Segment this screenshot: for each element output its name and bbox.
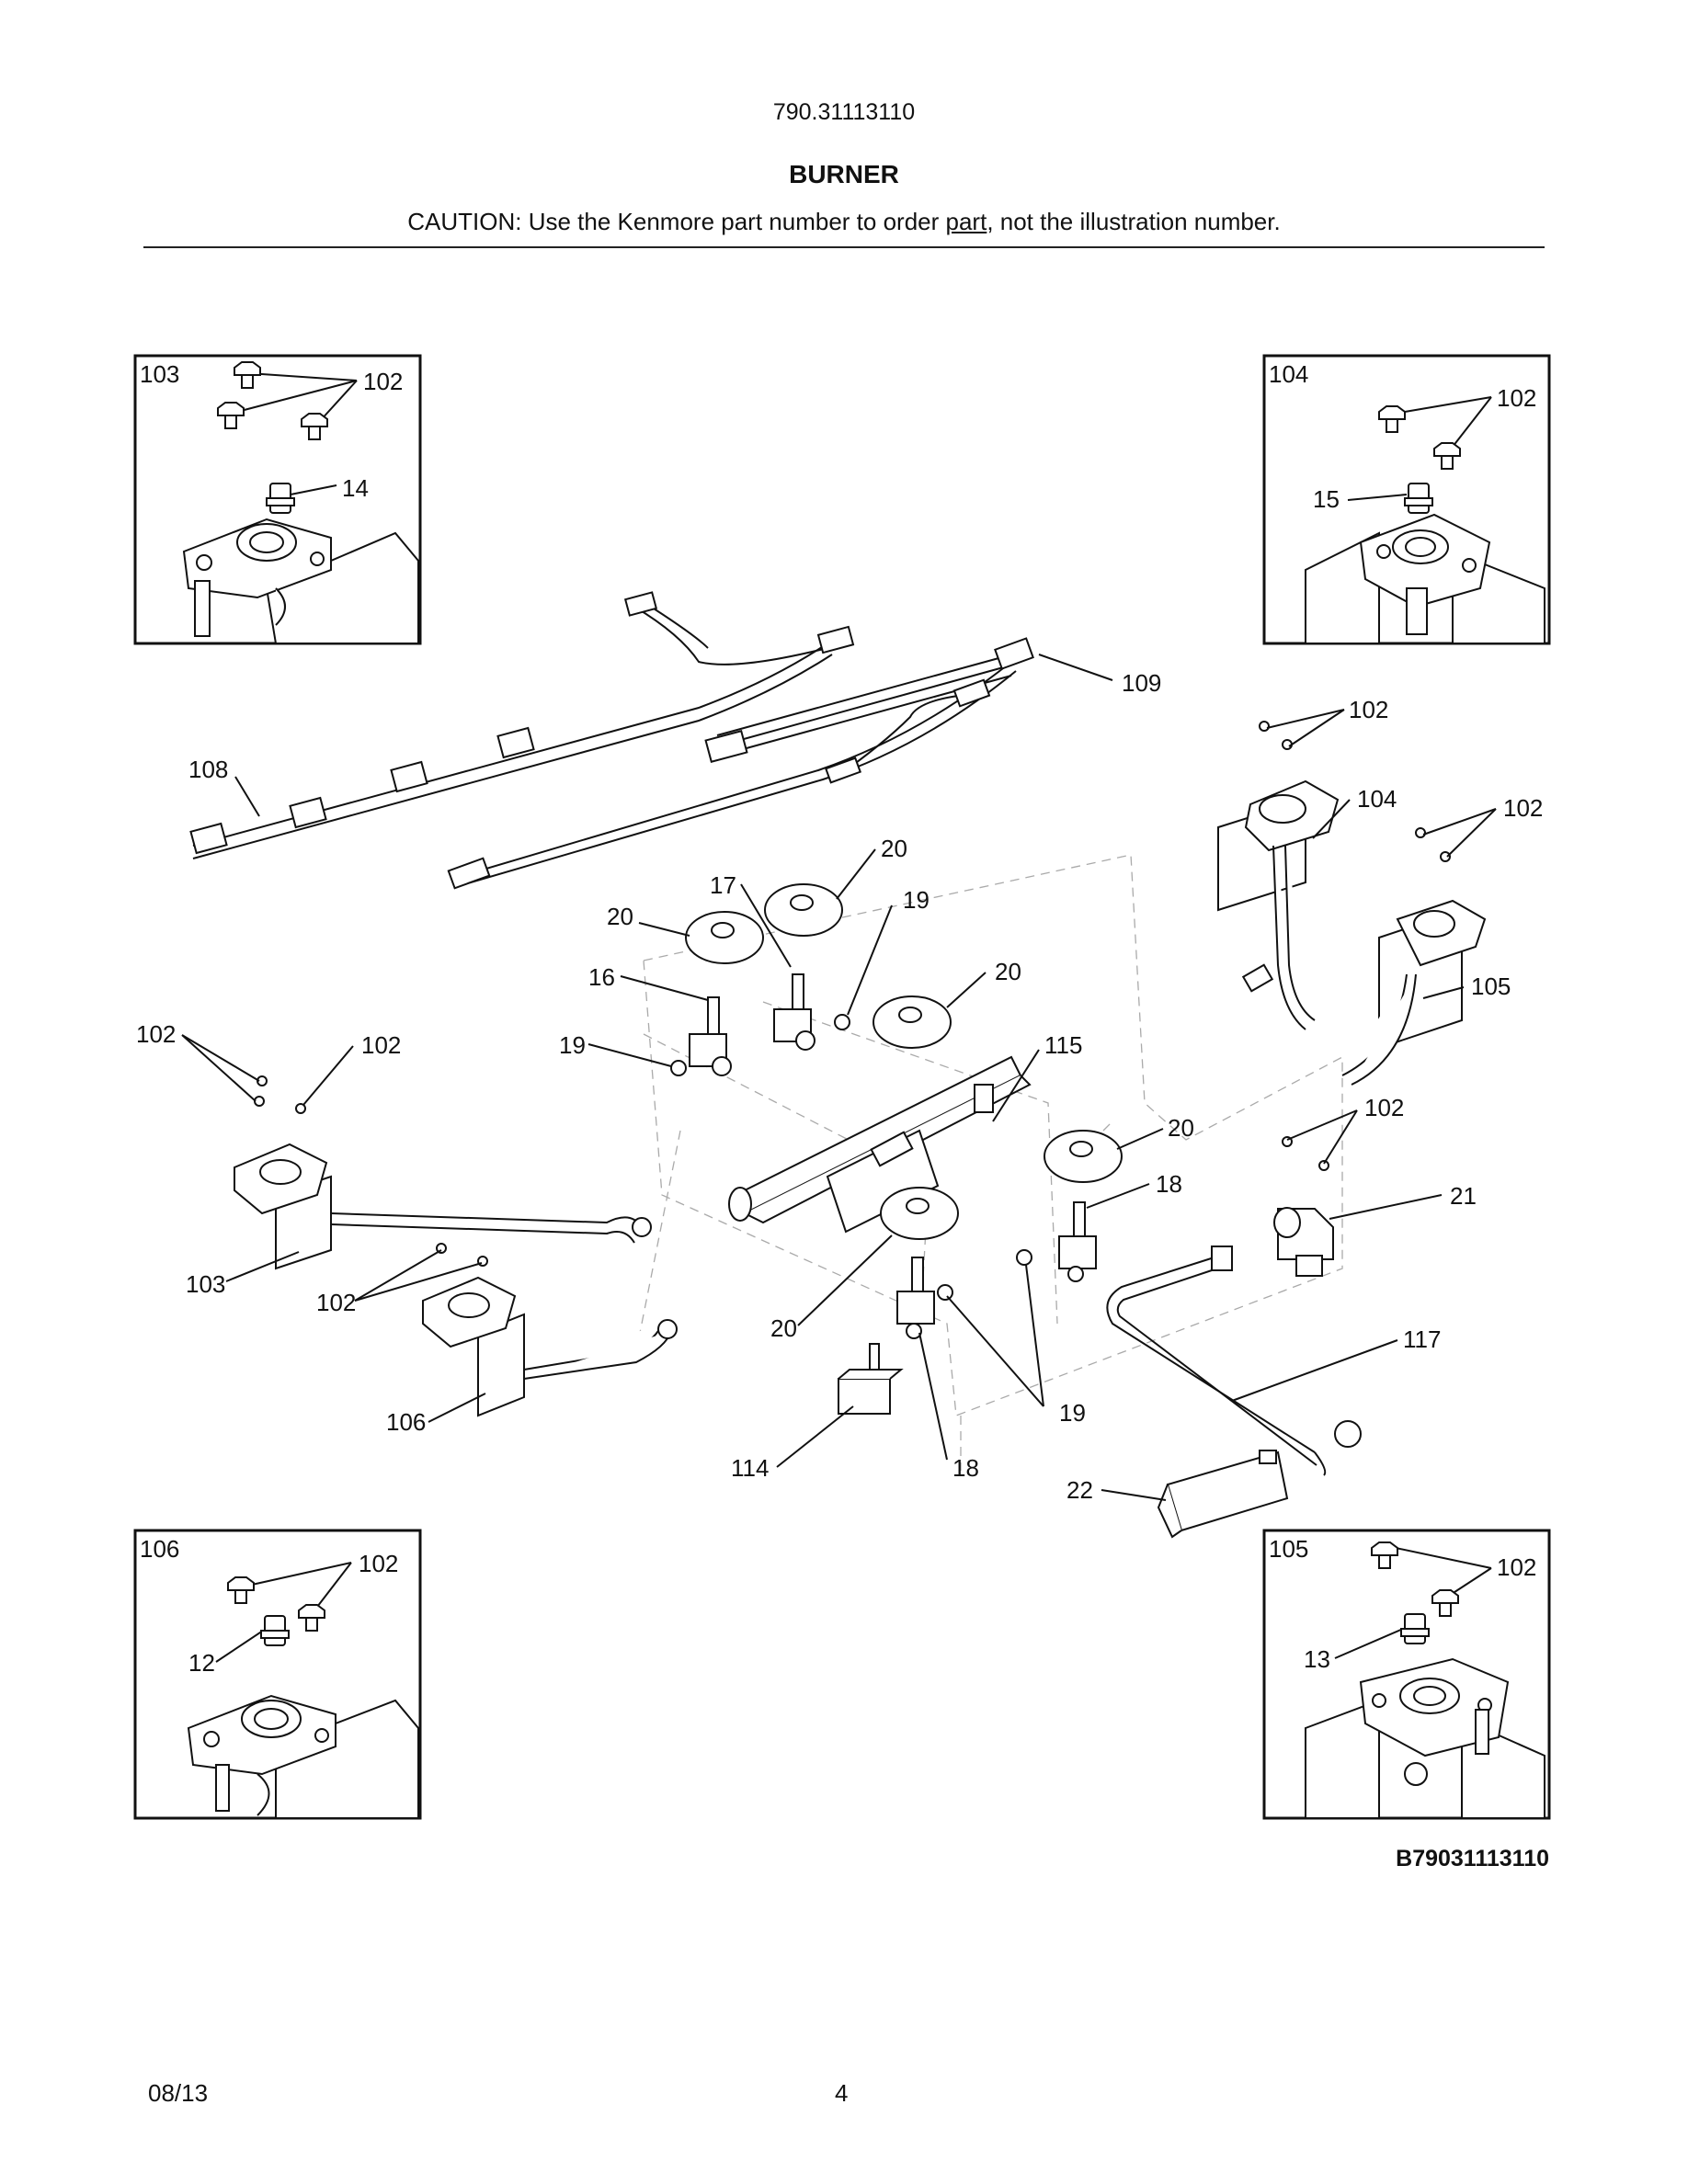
inset-label: 103 [140,360,179,388]
gas-manifold-115 [728,1055,1032,1234]
callout-part: 14 [342,474,369,502]
screw-icon [227,1576,325,1632]
valve-16 [689,996,732,1076]
callout-part: 13 [1304,1645,1330,1673]
inset-box-106: 106 102 12 [133,1529,422,1820]
callout-19: 19 [559,1031,586,1059]
burner-orifice-icon [1404,483,1433,514]
burner-orifice-icon [260,1615,290,1646]
gas-valves [689,973,1097,1339]
header-rule [143,246,1545,248]
screw-icon [1371,1541,1459,1617]
callout-102: 102 [316,1289,356,1316]
callout-108: 108 [188,756,228,783]
caution-note: CAUTION: Use the Kenmore part number to … [0,208,1688,236]
callout-labels: 109 108 102 104 102 105 20 17 19 20 16 2… [136,669,1543,1504]
callout-19: 19 [903,886,930,914]
callout-22: 22 [1066,1476,1093,1504]
callout-20: 20 [995,958,1021,985]
callout-20: 20 [1168,1114,1194,1142]
burner-disc-20-e [880,1187,959,1240]
callout-114: 114 [731,1454,769,1482]
callout-part: 15 [1313,485,1340,513]
callout-18: 18 [1156,1170,1182,1198]
callout-19: 19 [1059,1399,1086,1427]
callout-16: 16 [588,963,615,991]
caution-text-underlined: part [945,208,987,235]
callout-part: 12 [188,1649,215,1677]
callout-17: 17 [710,871,736,899]
callout-117: 117 [1403,1325,1441,1353]
caution-text-after: , not the illustration number. [987,208,1281,235]
burner-disc-20-a [685,911,764,964]
callout-leader-lines [181,654,1497,1501]
orifice-19-parts [670,1014,1032,1301]
wire-harness-108 [189,591,855,859]
burner-orifice-icon [266,483,295,514]
callout-screw: 102 [1497,1553,1536,1581]
caution-text-before: CAUTION: Use the Kenmore part number to … [407,208,946,235]
callout-21: 21 [1450,1182,1477,1210]
inset-box-105: 105 102 13 [1262,1529,1551,1820]
screw-icon [1378,405,1461,470]
burner-bracket-icon [1305,513,1545,644]
burner-disc-20-d [1044,1130,1123,1183]
callout-105: 105 [1471,973,1511,1000]
inset-box-103: 103 102 14 [133,354,422,645]
inset-label: 104 [1269,360,1308,388]
inset-box-104: 104 102 15 [1262,354,1551,645]
pressure-regulator-21 [1273,1207,1334,1277]
valve-17 [773,973,815,1051]
burner-bracket-icon [1305,1657,1545,1819]
callout-102: 102 [1364,1094,1404,1121]
callout-106: 106 [386,1408,426,1436]
valve-18b [896,1257,935,1339]
model-number: 790.31113110 [772,99,916,125]
burner-orifice-icon [1400,1613,1430,1644]
callout-104: 104 [1357,785,1397,813]
burner-assembly-106 [422,1276,678,1417]
callout-103: 103 [186,1270,225,1298]
callout-20: 20 [607,903,633,930]
switch-114 [838,1343,904,1415]
callout-102: 102 [1503,794,1543,822]
callout-109: 109 [1122,669,1161,697]
callout-102: 102 [361,1031,401,1059]
valve-18a [1058,1201,1097,1282]
burner-disc-20-c [873,995,952,1049]
callout-screw: 102 [1497,384,1536,412]
callout-screw: 102 [363,368,403,395]
burner-assembly-105 [1341,899,1487,1086]
diagram-code: B79031113110 [1396,1846,1549,1871]
callout-102: 102 [136,1020,176,1048]
page-number: 4 [835,2079,849,2107]
burner-assembly-103 [234,1143,652,1270]
inset-label: 106 [140,1535,179,1563]
burner-bracket-icon [187,1694,419,1819]
inset-label: 105 [1269,1535,1308,1563]
callout-102: 102 [1349,696,1388,723]
wire-harness-109 [447,637,1034,890]
burner-head-discs [685,883,1123,1240]
callout-18: 18 [952,1454,979,1482]
callout-20: 20 [770,1314,797,1342]
spark-module-22 [1157,1450,1289,1539]
burner-disc-20-b [764,883,843,937]
screw-icon [217,361,328,440]
callout-screw: 102 [359,1550,398,1577]
section-title: BURNER [789,160,899,188]
burner-assembly-104 [1217,779,1340,1030]
callout-115: 115 [1044,1031,1082,1059]
footer-date: 08/13 [148,2079,209,2107]
burner-bracket-icon [182,518,419,644]
callout-20: 20 [881,835,907,862]
gas-tube-117 [1106,1246,1362,1476]
